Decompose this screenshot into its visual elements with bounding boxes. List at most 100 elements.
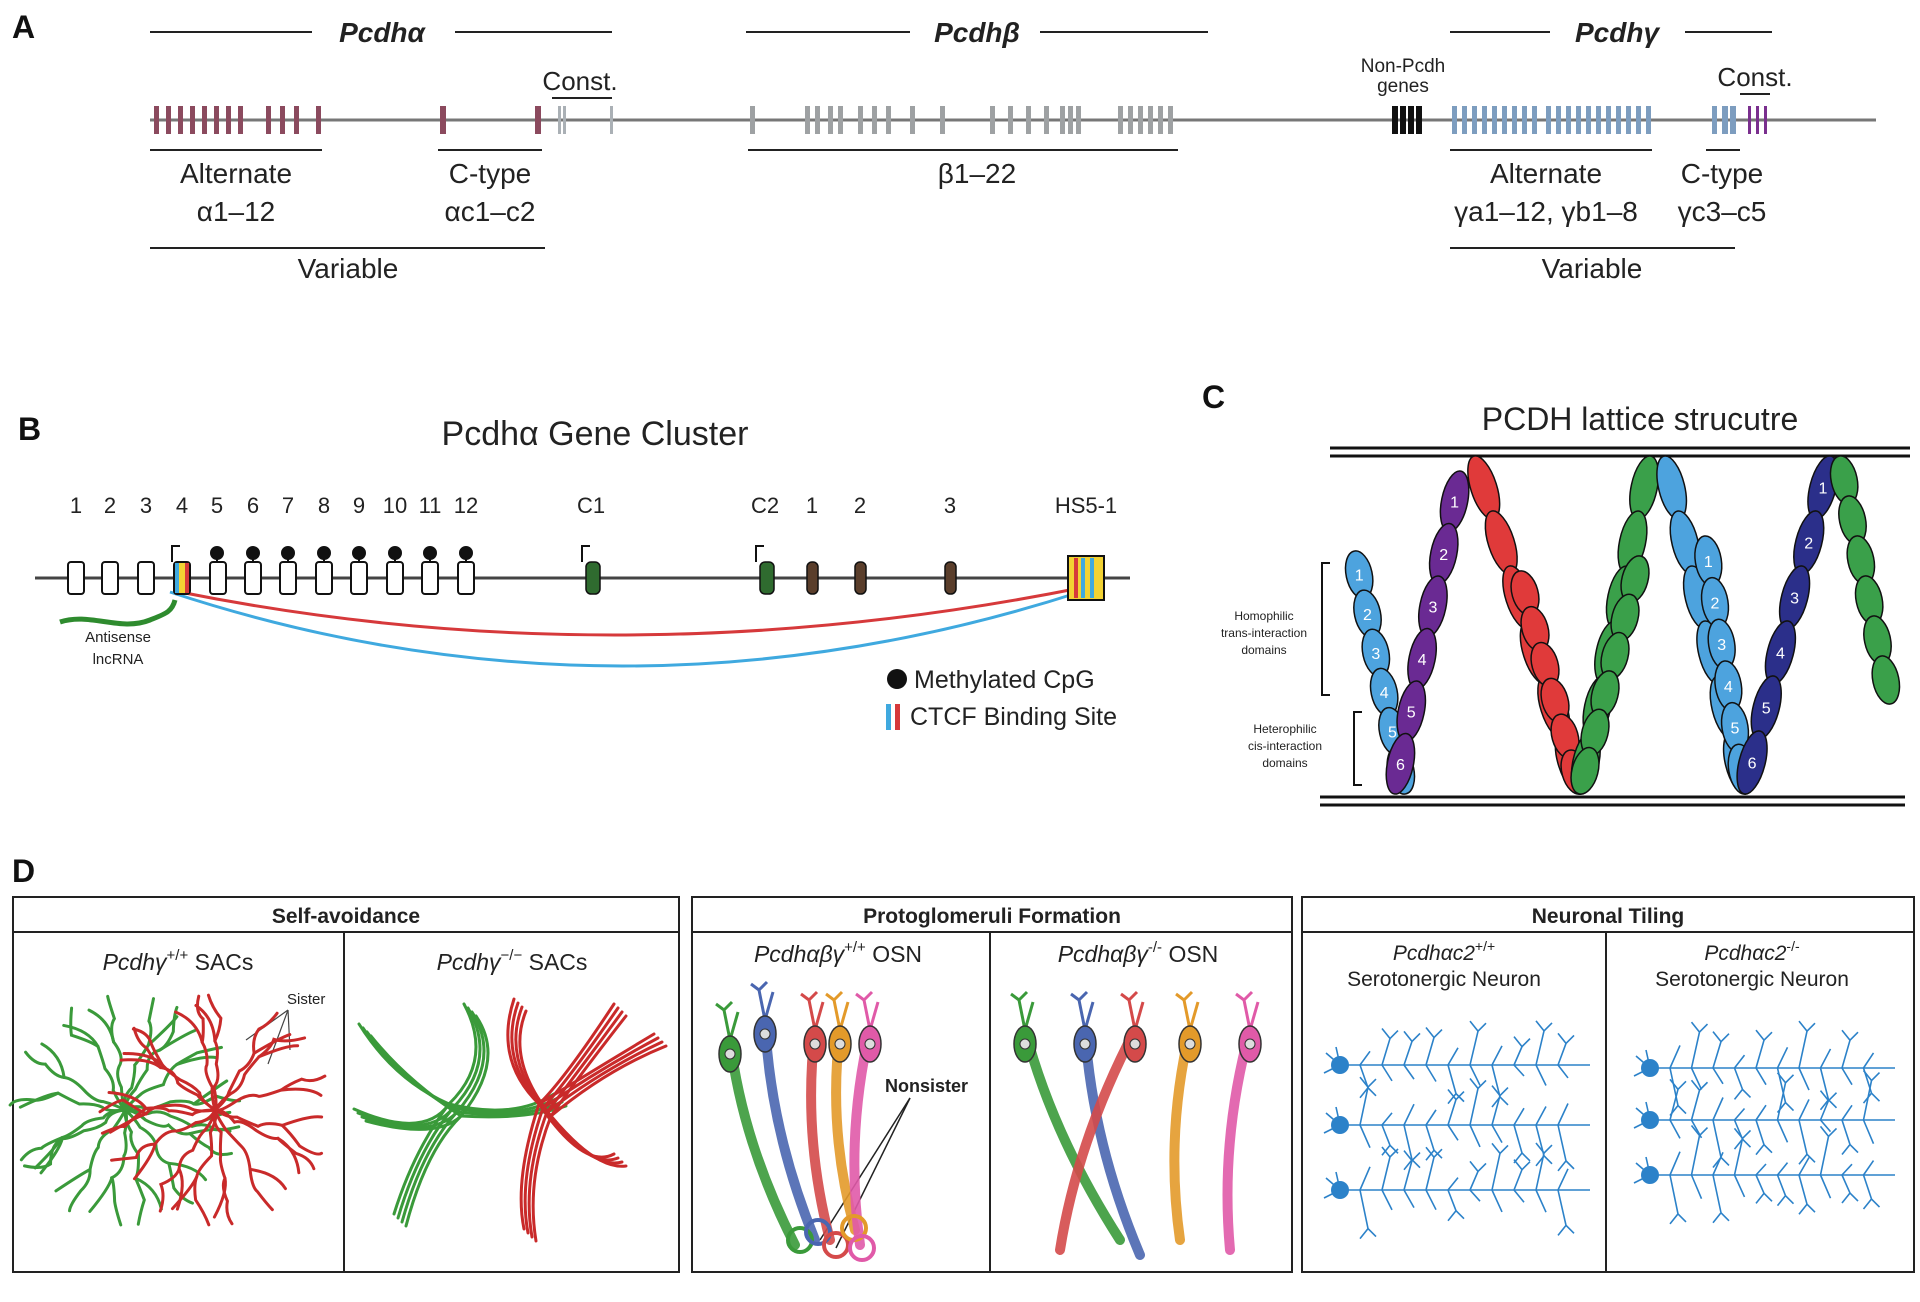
neurite-branch: [1712, 1031, 1730, 1085]
domain-number: 4: [1418, 652, 1427, 669]
alpha-ctype-label: C-type: [449, 158, 531, 189]
osn-dendrite: [800, 990, 825, 1031]
domain-number: 5: [1762, 701, 1771, 718]
dendrite-bundle: [541, 1106, 620, 1162]
svg-text:4: 4: [176, 493, 188, 518]
dendrite: [123, 1108, 194, 1205]
osn-dendrite: [825, 990, 850, 1031]
domain-number: 3: [1717, 637, 1726, 654]
dendrite: [98, 1098, 217, 1116]
osn-nucleus: [1184, 1038, 1196, 1050]
legend-methylated-label: Methylated CpG: [914, 666, 1095, 694]
neurite-branch: [1776, 1072, 1795, 1143]
neurite-branch: [1712, 1152, 1730, 1224]
osn-dendrite: [1010, 990, 1035, 1031]
osn-dendrite: [715, 1000, 740, 1041]
beta-exons: [750, 106, 1173, 134]
osn-wildtype: [715, 980, 882, 1262]
neurite-branch: [1535, 1142, 1553, 1213]
heterophilic-bracket: [1353, 711, 1362, 786]
neurite-branch: [1447, 1047, 1465, 1105]
ec-domain: [1484, 510, 1518, 575]
neurite-branch: [1798, 1157, 1816, 1215]
domain-number: 6: [1396, 757, 1405, 774]
dendrite-branch: [175, 1167, 184, 1211]
dendrite-branch: [88, 1176, 114, 1213]
heterophilic-label-1: Heterophilic: [1253, 722, 1316, 736]
neurite-branch: [1469, 1160, 1487, 1202]
soma-processes: [1323, 1046, 1341, 1074]
nt-ko-cell: Serotonergic Neuron: [1655, 968, 1849, 991]
neurite-branch: [1733, 1127, 1752, 1198]
neurite-branch: [1425, 1146, 1443, 1211]
neurite-branch: [1733, 1107, 1752, 1150]
gamma-alternate-label: Alternate: [1490, 158, 1602, 189]
b-alternate-exons: [67, 561, 475, 595]
domain-number: 5: [1731, 721, 1740, 738]
serotonergic-neuron-ko: [1633, 1070, 1895, 1168]
dendrite-bundle: [396, 1106, 455, 1220]
sac-wildtype-dendrites: [8, 993, 327, 1227]
neurite-branch: [1381, 1146, 1399, 1211]
dendrite-bundle: [451, 1006, 482, 1110]
self-avoidance-box: [12, 896, 680, 1273]
neurite-branch: [1557, 1032, 1575, 1079]
beta-title: Pcdhβ: [934, 17, 1020, 48]
alpha-ctype-exons: [440, 106, 541, 134]
legend-ctcf-marker-red: [895, 704, 900, 730]
dendrite-branch: [174, 1010, 204, 1044]
osn-ko-green: [1010, 990, 1125, 1245]
dendrite-branch: [132, 1142, 157, 1181]
alpha-variable-label: Variable: [298, 253, 399, 284]
dendrite: [213, 1036, 307, 1112]
heterophilic-label-3: domains: [1262, 756, 1307, 770]
neurite-branch: [1359, 1166, 1377, 1240]
neurite-branch: [1447, 1177, 1465, 1222]
exon-4-active: [171, 545, 191, 595]
dendrite: [109, 1108, 129, 1227]
dendrite: [206, 993, 223, 1112]
heterophilic-label-2: cis-interaction: [1248, 739, 1322, 753]
lncrna-label-2: lncRNA: [93, 651, 144, 668]
ec-domain: [1570, 746, 1600, 795]
dendrite-bundle: [364, 1114, 463, 1131]
sa-ko-label: Pcdhγ−/− SACs: [437, 947, 588, 975]
dendrite-branch: [40, 1042, 66, 1079]
gamma-alternate-range: γa1–12, γb1–8: [1454, 196, 1638, 227]
neurite-branch: [1491, 1085, 1509, 1144]
osn-nucleus: [809, 1038, 821, 1050]
dendrite: [8, 1091, 127, 1113]
svg-text:C2: C2: [751, 493, 779, 518]
protoglomerulus: [848, 1234, 876, 1262]
neurite-branch: [1557, 1168, 1575, 1236]
dendrite: [100, 1106, 217, 1135]
osn-pink: [849, 990, 882, 1250]
neurite-branch: [1535, 1106, 1553, 1167]
dendrite-bundle: [404, 1114, 463, 1228]
neurite-branch: [1447, 1089, 1465, 1141]
dendrite-bundle: [541, 1006, 620, 1110]
neurite-branch: [1755, 1163, 1773, 1204]
domain-number: 1: [1704, 554, 1713, 571]
neurite-branch: [1798, 1020, 1816, 1091]
domain-number: 3: [1371, 646, 1380, 663]
gamma-title: Pcdhγ: [1575, 17, 1660, 48]
dendrite: [123, 1108, 146, 1226]
dendrite-bundle: [369, 1034, 463, 1118]
homophilic-label-3: domains: [1241, 643, 1286, 657]
neurite-branch: [1513, 1159, 1531, 1203]
homophilic-bracket: [1321, 562, 1330, 696]
nt-wt-genotype: Pcdhαc2+/+: [1393, 938, 1495, 965]
svg-text:12: 12: [454, 493, 478, 518]
gamma-ctype-label: C-type: [1681, 158, 1763, 189]
gamma-ctype-range: γc3–c5: [1678, 196, 1767, 227]
osn-nucleus: [1129, 1038, 1141, 1050]
neurite-branch: [1403, 1103, 1421, 1171]
sac-ko-red: [506, 997, 668, 1243]
dendrite: [213, 1011, 279, 1112]
neurite-branch: [1669, 1045, 1687, 1117]
neurite-branch: [1425, 1027, 1443, 1082]
svg-text:8: 8: [318, 493, 330, 518]
